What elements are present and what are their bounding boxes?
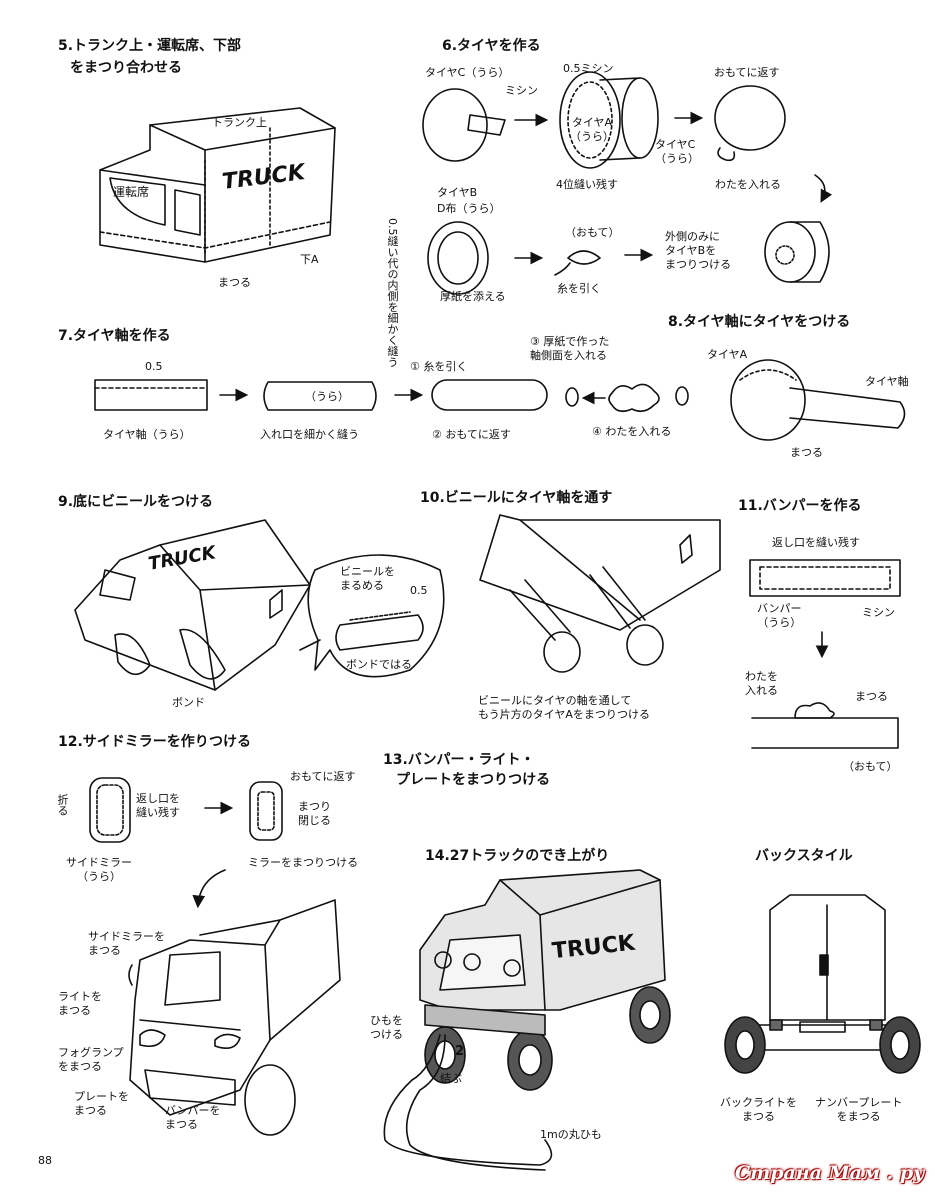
s6-label-d-fabric: D布（うら） xyxy=(437,202,501,215)
s14-label-cord: 1mの丸ひも xyxy=(540,1128,602,1141)
s10-label-note: ビニールにタイヤの軸を通して もう片方のタイヤAをまつりつける xyxy=(478,694,650,721)
s14-label-string: ひもを つける xyxy=(370,1014,403,1041)
back-style-drawing xyxy=(724,894,921,1074)
s5-label-bottom-a: 下A xyxy=(300,253,319,266)
s7-label-axle-ura: タイヤ軸（うら） xyxy=(103,428,191,441)
s14-label-two: 2 xyxy=(455,1044,465,1059)
s12-label-bumper-matsuru: バンパーを まつる xyxy=(165,1104,221,1131)
s9-title: 9.底にビニールをつける xyxy=(58,494,214,510)
s7-title: 7.タイヤ軸を作る xyxy=(58,328,171,344)
s11-label-bumper-ura: バンパー （うら） xyxy=(757,602,802,629)
s6-label-cardboard: 厚紙を添える xyxy=(440,290,506,303)
s13-title-line1: 13.バンパー・ライト・ xyxy=(383,752,535,768)
s6-title: 6.タイヤを作る xyxy=(442,38,541,54)
s7-label-step3: ③ 厚紙で作った 軸側面を入れる xyxy=(530,335,610,362)
s9-label-half: 0.5 xyxy=(410,584,428,597)
s5-label-driver-seat: 運転席 xyxy=(113,185,150,199)
s11-bumper-drawing xyxy=(749,559,901,749)
back-label-backlight: バックライトを まつる xyxy=(720,1096,797,1123)
s12-label-fold: 折る xyxy=(56,794,69,816)
s8-tire-axle-drawing xyxy=(730,359,906,441)
s9-label-vinyl-round: ビニールを まるめる xyxy=(340,565,395,592)
s12-mirror-drawing xyxy=(89,777,283,909)
s12-label-fog-lamp: フォグランプ をまつる xyxy=(58,1046,124,1073)
s5-label-trunk-top: トランク上 xyxy=(212,116,267,129)
s10-title: 10.ビニールにタイヤ軸を通す xyxy=(420,490,613,506)
s6-label-half-mishin: 0.5ミシン xyxy=(563,62,614,75)
s12-label-mirror-ura: サイドミラー （うら） xyxy=(66,856,132,883)
s6-label-put-cotton: わたを入れる xyxy=(715,178,781,191)
s8-title: 8.タイヤ軸にタイヤをつける xyxy=(668,314,851,330)
s6-label-tire-c2: タイヤC （うら） xyxy=(655,138,699,165)
s7-axle-drawing xyxy=(94,379,689,413)
s12-label-light-matsuru: ライトを まつる xyxy=(58,990,102,1017)
s6-label-tire-c: タイヤC（うら） xyxy=(425,66,510,79)
s12-label-leave-opening: 返し口を 縫い残す xyxy=(136,792,180,819)
s12-label-close: まつり 閉じる xyxy=(298,800,331,827)
s5-title-line1: 5.トランク上・運転席、下部 xyxy=(58,38,242,54)
s6-label-pull-thread: 糸を引く xyxy=(557,282,601,295)
s11-label-matsuru: まつる xyxy=(855,690,888,703)
s6-label-tire-a: タイヤA （うら） xyxy=(570,116,614,143)
s5-title-line2: をまつり合わせる xyxy=(70,60,182,76)
back-label-number-plate: ナンバープレート をまつる xyxy=(815,1096,903,1123)
s14-finished-truck-drawing xyxy=(383,869,671,1171)
s7-label-ura: （うら） xyxy=(305,390,349,403)
s8-label-axle: タイヤ軸 xyxy=(865,375,909,388)
s11-label-mishin: ミシン xyxy=(862,606,895,619)
s6-label-tire-b: タイヤB xyxy=(437,186,478,199)
s8-label-matsuru: まつる xyxy=(790,446,823,459)
s13-title-line2: プレートをまつりつける xyxy=(396,772,551,788)
s6-label-turn-right: おもてに返す xyxy=(714,66,780,79)
s7-label-sew-opening: 入れ口を細かく縫う xyxy=(260,428,359,441)
back-title: バックスタイル xyxy=(755,848,853,864)
s7-label-step1: ① 糸を引く xyxy=(410,360,468,373)
s9-label-bond: ボンド xyxy=(172,696,205,709)
s6-label-outer-only: 外側のみに タイヤBを まつりつける xyxy=(665,230,732,271)
s7-label-half: 0.5 xyxy=(145,360,163,373)
s11-label-leave-opening: 返し口を縫い残す xyxy=(772,536,860,549)
s7-label-step2: ② おもてに返す xyxy=(432,428,511,441)
s7-label-step4: ④ わたを入れる xyxy=(592,425,672,438)
watermark: Страна Мам . ру xyxy=(735,1162,925,1184)
s14-label-tie: 結ぶ xyxy=(440,1072,462,1085)
s6-label-leave-4: 4位縫い残す xyxy=(556,178,618,191)
s11-label-omote: （おもて） xyxy=(843,760,898,773)
s5-label-matsuru: まつる xyxy=(218,276,251,289)
s14-title: 14.27トラックのでき上がり xyxy=(425,848,610,864)
page-number: 88 xyxy=(38,1154,52,1167)
s11-label-put-cotton: わたを 入れる xyxy=(745,670,778,697)
s10-vinyl-drawing xyxy=(479,514,721,673)
s9-label-bond-stick: ボンドではる xyxy=(346,658,412,671)
s11-title: 11.バンパーを作る xyxy=(738,498,862,514)
s5-truck-drawing xyxy=(99,107,336,263)
s6-tires-drawing xyxy=(422,71,833,295)
s6-label-omote: （おもて） xyxy=(565,226,620,239)
s12-label-turn-right: おもてに返す xyxy=(290,770,356,783)
s13-truck-front-drawing xyxy=(128,899,341,1136)
s12-label-mirror-matsuru: サイドミラーを まつる xyxy=(88,930,165,957)
s12-title: 12.サイドミラーを作りつける xyxy=(58,734,251,750)
s8-label-tire-a: タイヤA xyxy=(707,348,748,361)
s6-label-vertical-note: 0.5縫い代の内側を細かく縫う xyxy=(386,218,399,368)
s9-truck-bottom-drawing xyxy=(74,519,445,691)
s12-label-plate-matsuru: プレートを まつる xyxy=(74,1090,129,1117)
s12-label-attach-mirror: ミラーをまつりつける xyxy=(248,856,359,869)
s6-label-mishin: ミシン xyxy=(505,84,538,97)
